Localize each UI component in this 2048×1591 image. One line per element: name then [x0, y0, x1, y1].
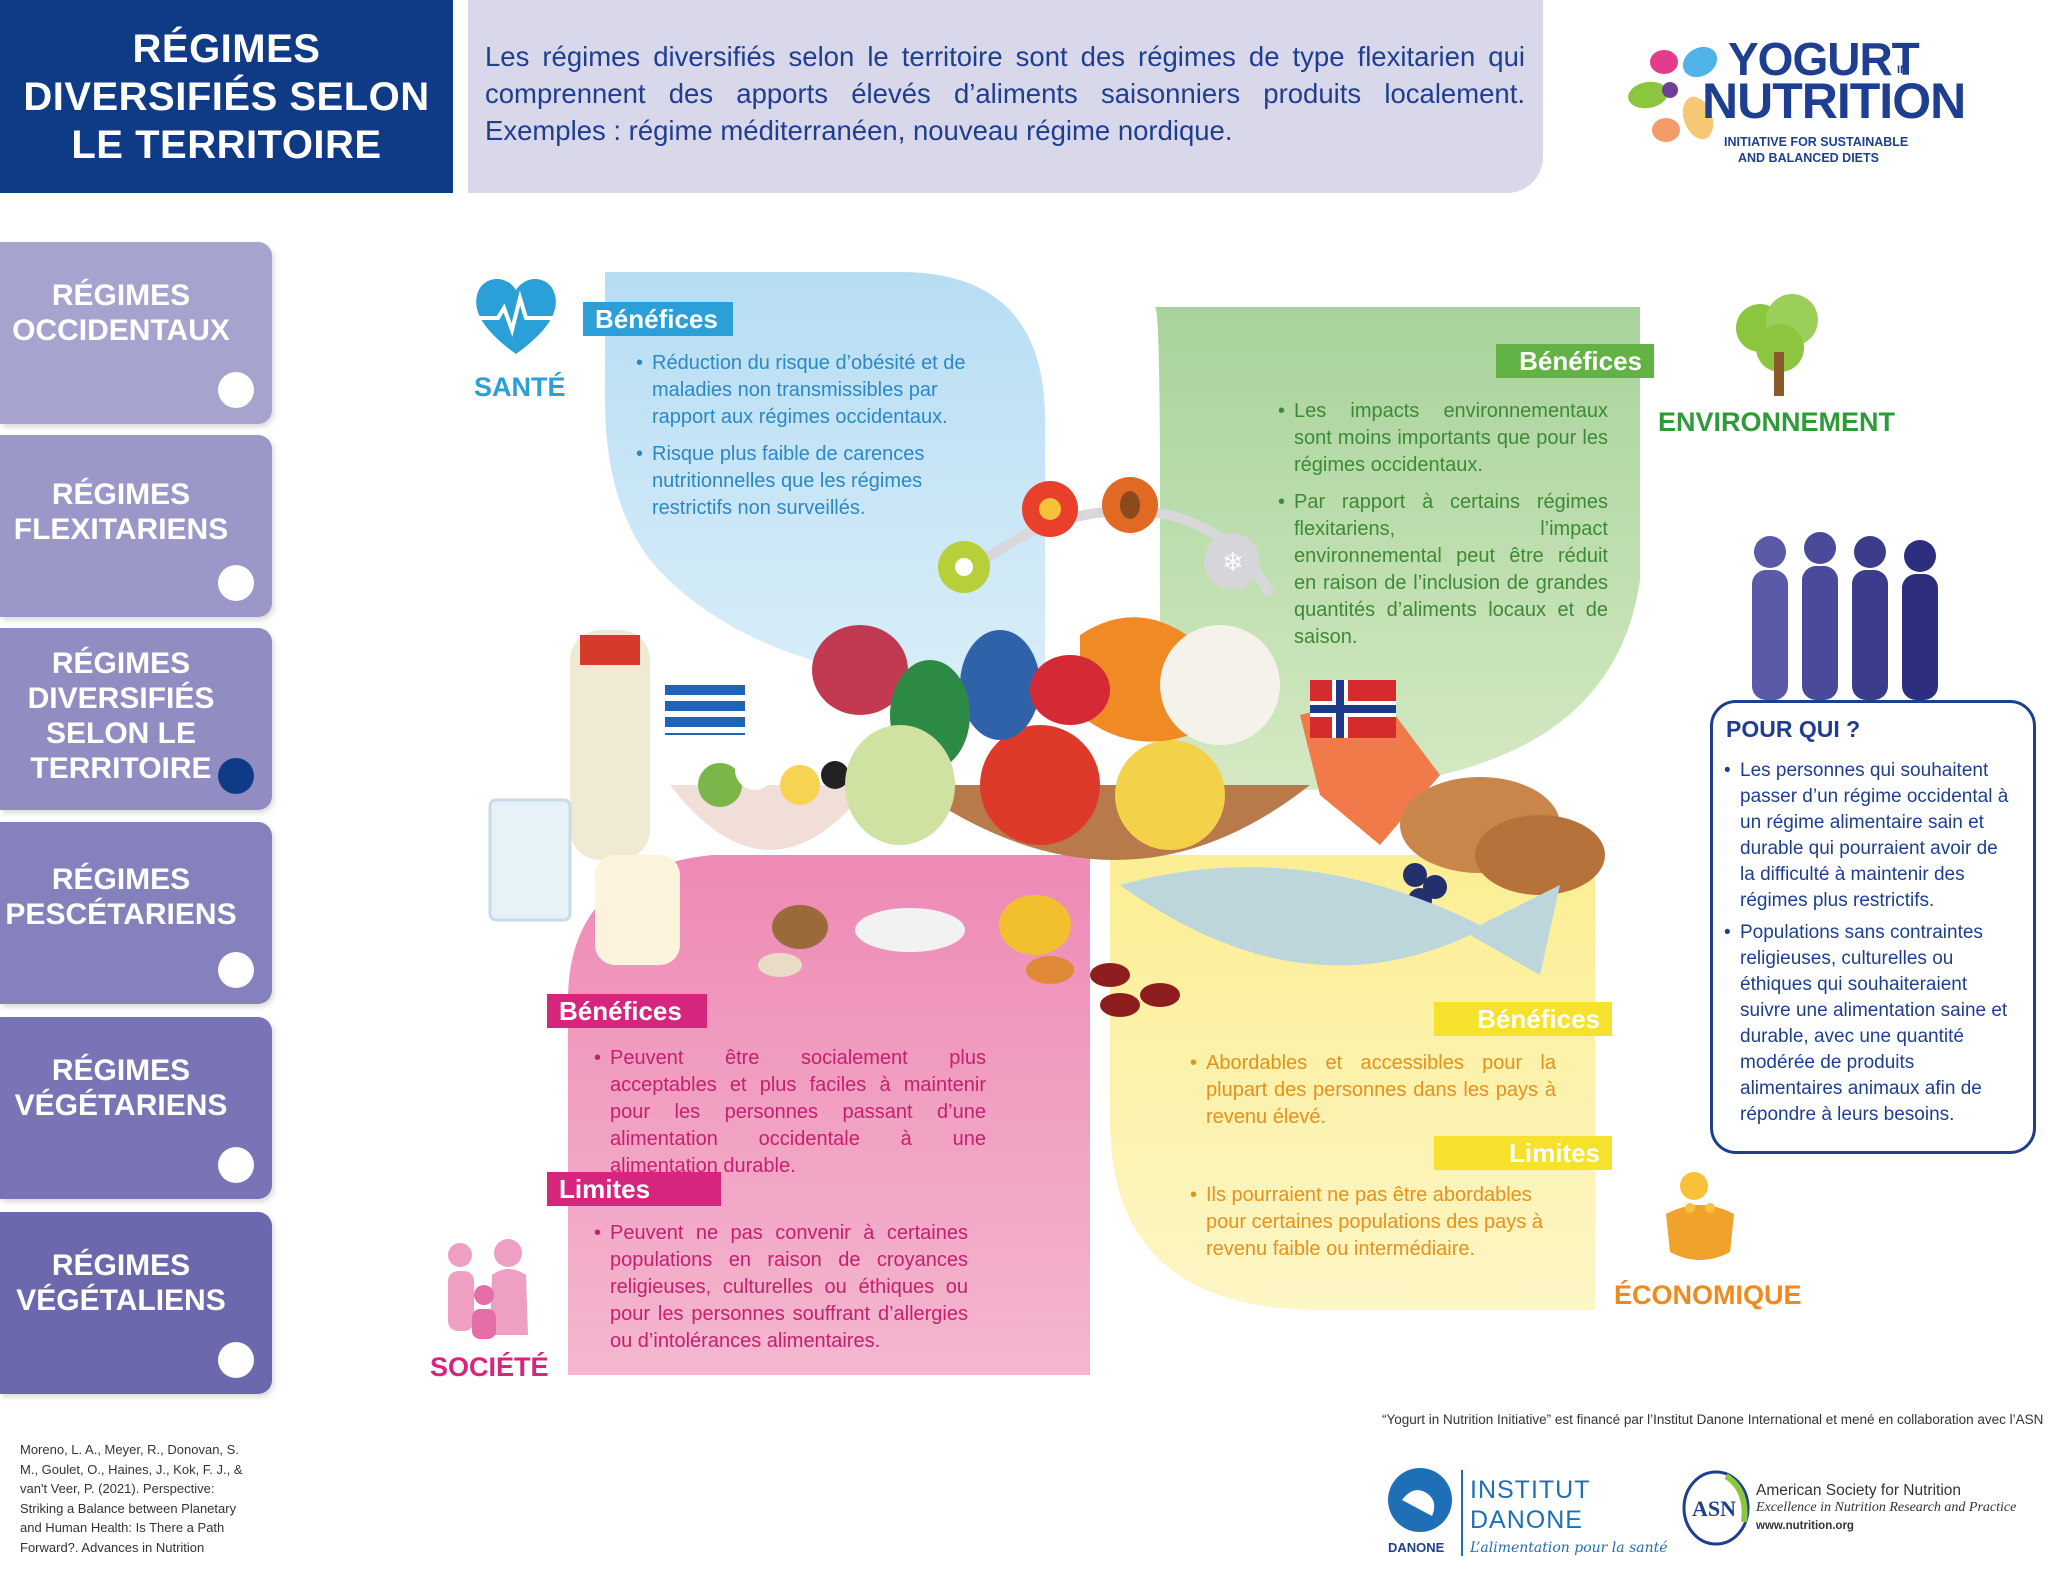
- tab-label: PESCÉTARIENS: [5, 898, 237, 931]
- tab-label: RÉGIMES: [51, 863, 191, 896]
- food-illustration: ❄: [488, 477, 1605, 1017]
- tab-label: RÉGIMES: [51, 647, 191, 680]
- flower-season-icon: [938, 541, 990, 593]
- tab-regimes-vegetariens[interactable]: RÉGIMES VÉGÉTARIENS: [0, 1017, 272, 1199]
- list-item: Par rapport à certains régimes flexitari…: [1278, 489, 1608, 651]
- pour-qui-title: POUR QUI ?: [1726, 716, 1861, 742]
- tab-label: VÉGÉTARIENS: [14, 1089, 228, 1122]
- logo-word-yogurt: YOGURT: [1728, 33, 1920, 85]
- tab-indicator: [218, 952, 254, 988]
- environnement-benefits-title: Bénéfices: [1496, 344, 1654, 378]
- tab-label: RÉGIMES: [51, 1054, 191, 1087]
- tab-label: TERRITOIRE: [30, 752, 212, 785]
- asn-tagline: Excellence in Nutrition Research and Pra…: [1756, 1500, 2017, 1515]
- tab-indicator-active: [218, 758, 254, 794]
- economique-benefits-list: Abordables et accessibles pour la plupar…: [1190, 1050, 1556, 1141]
- logo-subtitle: AND BALANCED DIETS: [1738, 151, 1879, 165]
- coin-purse-icon: [1666, 1172, 1734, 1260]
- societe-limits-title: Limites: [547, 1172, 721, 1206]
- tab-regimes-diversifies[interactable]: RÉGIMES DIVERSIFIÉS SELON LE TERRITOIRE: [0, 628, 272, 810]
- tree-icon: [1736, 294, 1818, 396]
- asn-url: www.nutrition.org: [1756, 1520, 1854, 1532]
- economique-limits-list: Ils pourraient ne pas être abordables po…: [1190, 1182, 1556, 1273]
- list-item: Abordables et accessibles pour la plupar…: [1190, 1050, 1556, 1131]
- tab-regimes-flexitariens[interactable]: RÉGIMES FLEXITARIENS: [0, 435, 272, 617]
- sante-benefits-list: Réduction du risque d’obésité et de mala…: [636, 350, 982, 532]
- asn-badge-label: ASN: [1692, 1496, 1736, 1521]
- tab-label: DIVERSIFIÉS: [27, 682, 215, 715]
- societe-benefits-list: Peuvent être socialement plus acceptable…: [594, 1045, 986, 1190]
- category-societe: SOCIÉTÉ: [430, 1352, 549, 1382]
- societe-benefits-title: Bénéfices: [547, 994, 707, 1028]
- danone-logo-icon: DANONE: [1388, 1468, 1452, 1555]
- tab-indicator: [218, 565, 254, 601]
- tab-regimes-vegetaliens[interactable]: RÉGIMES VÉGÉTALIENS: [0, 1212, 272, 1394]
- institut-danone-label: DANONE: [1470, 1506, 1583, 1534]
- list-item: Les impacts environnementaux sont moins …: [1278, 398, 1608, 479]
- page-title-block: RÉGIMES DIVERSIFIÉS SELON LE TERRITOIRE: [0, 0, 453, 193]
- category-economique: ÉCONOMIQUE: [1614, 1280, 1802, 1310]
- tab-label: RÉGIMES: [51, 1249, 191, 1282]
- societe-limits-list: Peuvent ne pas convenir à certaines popu…: [594, 1220, 968, 1365]
- people-group-icon: [1752, 532, 1938, 700]
- tab-label: RÉGIMES: [51, 478, 191, 511]
- environnement-benefits-list: Les impacts environnementaux sont moins …: [1278, 398, 1608, 661]
- pour-qui-list: Les personnes qui souhaitent passer d’un…: [1724, 758, 2014, 1134]
- citation-text: Moreno, L. A., Meyer, R., Donovan, S. M.…: [20, 1442, 243, 1555]
- tab-label: SELON LE: [45, 717, 196, 750]
- divider: [1461, 1470, 1463, 1556]
- leaf-season-icon: [1102, 477, 1158, 533]
- list-item: Réduction du risque d’obésité et de mala…: [636, 350, 982, 431]
- heart-pulse-icon: [476, 278, 556, 354]
- svg-text:❄: ❄: [1222, 548, 1244, 578]
- intro-text: Les régimes diversifiés selon le territo…: [485, 41, 1525, 146]
- list-item: Ils pourraient ne pas être abordables po…: [1190, 1182, 1556, 1263]
- tab-label: RÉGIMES: [51, 279, 191, 312]
- tab-regimes-pescetariens[interactable]: RÉGIMES PESCÉTARIENS: [0, 822, 272, 1004]
- economique-benefits-title: Bénéfices: [1434, 1002, 1612, 1036]
- sun-season-icon: [1022, 481, 1078, 537]
- yogurt-in-nutrition-logo-icon: [1628, 46, 1718, 142]
- economique-limits-title: Limites: [1434, 1136, 1612, 1170]
- list-item: Peuvent ne pas convenir à certaines popu…: [594, 1220, 968, 1355]
- page-title-line: DIVERSIFIÉS SELON: [23, 74, 430, 119]
- family-icon: [448, 1239, 528, 1339]
- danone-brand-label: DANONE: [1388, 1540, 1445, 1555]
- logo-subtitle: INITIATIVE FOR SUSTAINABLE: [1724, 135, 1909, 149]
- logo-word-nutrition: NUTRITION: [1702, 73, 1966, 129]
- danone-tagline: L’alimentation pour la santé: [1470, 1540, 1668, 1556]
- sante-benefits-title: Bénéfices: [583, 302, 733, 336]
- list-item: Populations sans contraintes religieuses…: [1724, 920, 2014, 1128]
- page-title-line: RÉGIMES: [132, 26, 321, 71]
- page-title-line: LE TERRITOIRE: [71, 122, 382, 167]
- tab-indicator: [218, 1342, 254, 1378]
- tab-label: OCCIDENTAUX: [12, 314, 230, 347]
- list-item: Peuvent être socialement plus acceptable…: [594, 1045, 986, 1180]
- institut-danone-label: INSTITUT: [1470, 1476, 1591, 1504]
- asn-logo-icon: ASN: [1682, 1470, 1750, 1546]
- snow-season-icon: ❄: [1204, 533, 1260, 589]
- intro-panel: [468, 0, 1543, 193]
- tab-indicator: [218, 1147, 254, 1183]
- category-environnement: ENVIRONNEMENT: [1658, 407, 1896, 437]
- tab-label: FLEXITARIENS: [13, 513, 229, 546]
- logo-word-in: IN: [1897, 64, 1908, 76]
- category-sante: SANTÉ: [474, 372, 566, 402]
- funding-note: “Yogurt in Nutrition Initiative” est fin…: [1382, 1412, 2044, 1427]
- tab-regimes-occidentaux[interactable]: RÉGIMES OCCIDENTAUX: [0, 242, 272, 424]
- tab-label: VÉGÉTALIENS: [16, 1284, 226, 1317]
- list-item: Les personnes qui souhaitent passer d’un…: [1724, 758, 2014, 914]
- tab-indicator: [218, 372, 254, 408]
- list-item: Risque plus faible de carences nutrition…: [636, 441, 982, 522]
- asn-name: American Society for Nutrition: [1756, 1482, 1962, 1499]
